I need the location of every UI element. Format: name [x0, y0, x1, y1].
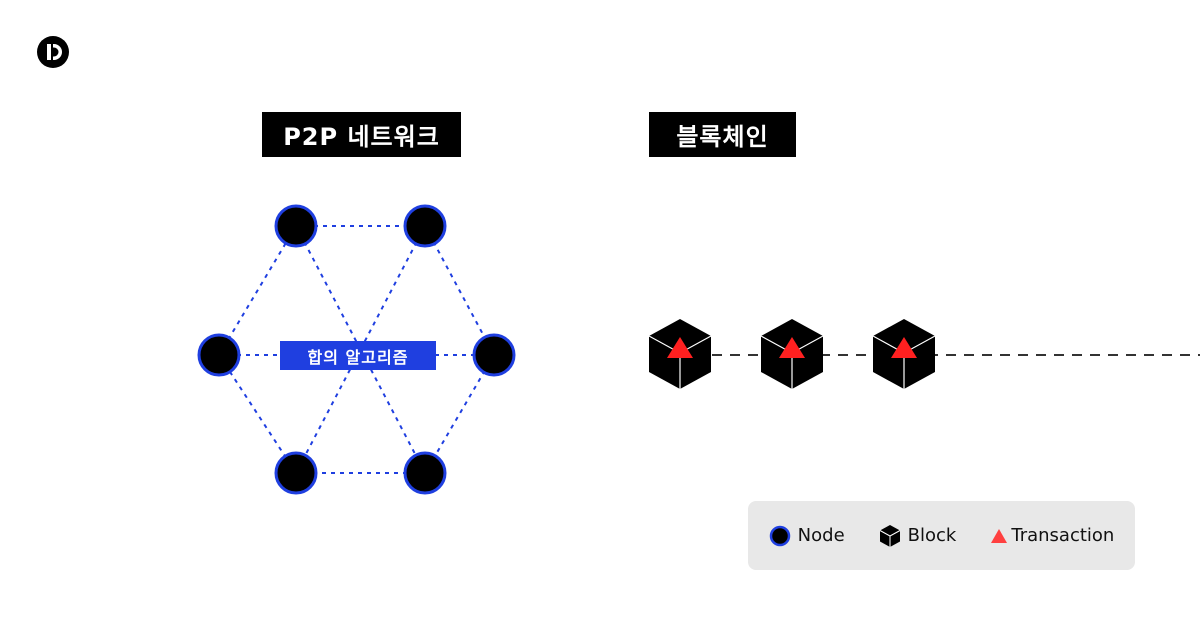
- node-right: [472, 333, 516, 377]
- block: [872, 319, 936, 389]
- p2p-nodes: [197, 204, 516, 495]
- block: [760, 319, 824, 389]
- link: [424, 225, 495, 356]
- node-bottom-right: [403, 451, 447, 495]
- legend-transaction-label: Transaction: [1011, 525, 1115, 546]
- node-top-right: [403, 204, 447, 248]
- link: [295, 225, 426, 474]
- block-icon: [879, 524, 900, 547]
- p2p-network-title: P2P 네트워크: [262, 112, 461, 157]
- link: [218, 354, 297, 474]
- transaction-icon: [991, 528, 1008, 543]
- consensus-algorithm-label: 합의 알고리즘: [280, 341, 436, 370]
- legend-block-label: Block: [907, 525, 957, 546]
- node-icon: [769, 525, 790, 546]
- transaction-icon: [891, 337, 917, 358]
- legend-node-label: Node: [797, 525, 845, 546]
- logo-icon: [37, 36, 69, 68]
- legend-transaction: Transaction: [990, 525, 1114, 546]
- node-left: [197, 333, 241, 377]
- transaction-icon: [779, 337, 805, 358]
- node-bottom-left: [274, 451, 318, 495]
- legend: Node Block Transaction: [748, 501, 1135, 570]
- block: [648, 319, 712, 389]
- link: [295, 225, 426, 474]
- node-top-left: [274, 204, 318, 248]
- legend-block: Block: [879, 524, 957, 548]
- blockchain-title: 블록체인: [649, 112, 796, 157]
- legend-node: Node: [769, 525, 845, 547]
- transaction-icon: [667, 337, 693, 358]
- link: [218, 225, 297, 356]
